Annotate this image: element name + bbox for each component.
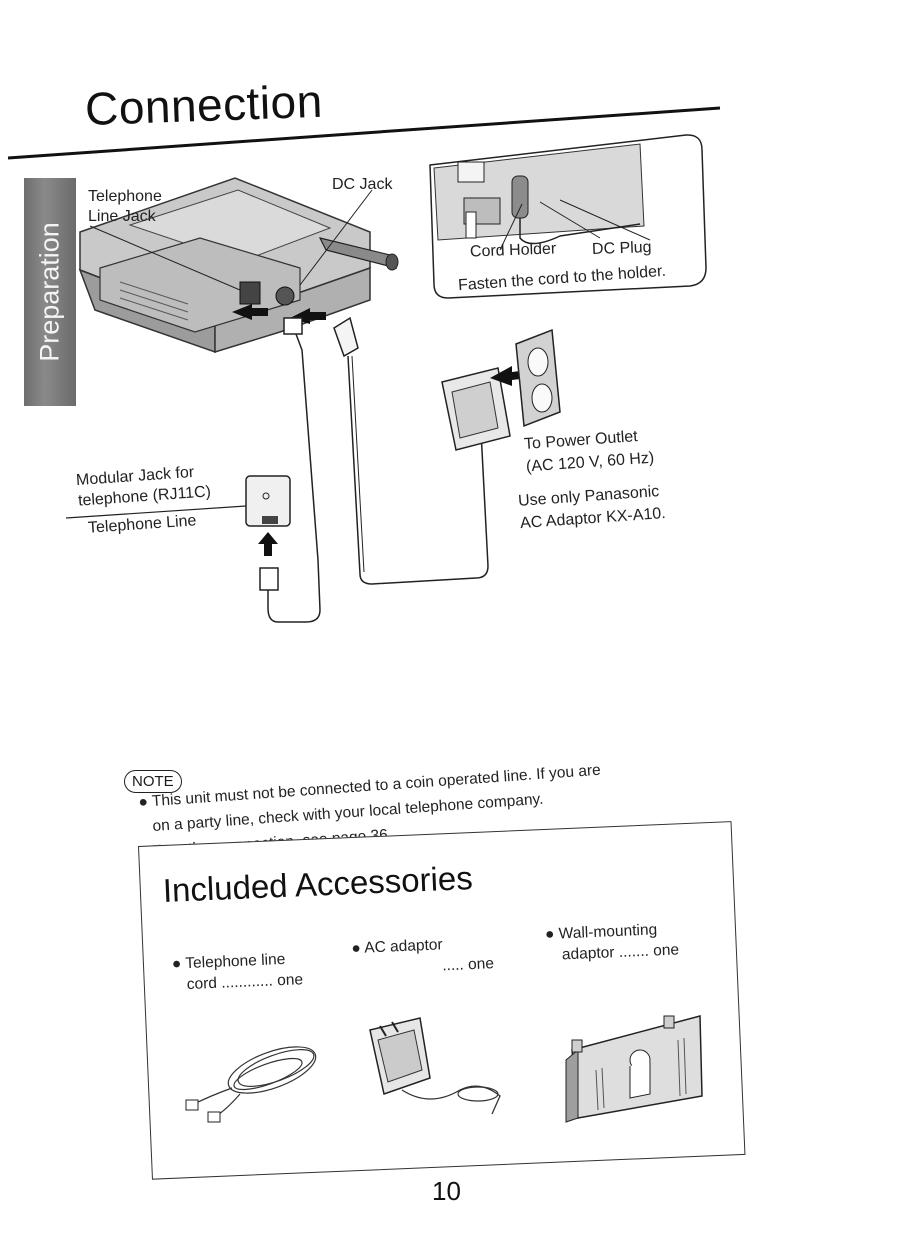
note-badge: NOTE bbox=[124, 770, 182, 793]
section-tab: Preparation bbox=[24, 178, 76, 406]
accessory-ac-adaptor: ● AC adaptor ..... one bbox=[351, 932, 494, 980]
accessory-telephone-cord: ● Telephone line cord ............ one bbox=[172, 948, 304, 995]
page-number: 10 bbox=[432, 1176, 461, 1206]
cord-holder-label: Cord Holder bbox=[469, 240, 557, 261]
dc-plug-label: DC Plug bbox=[591, 238, 652, 259]
power-outlet-illustration bbox=[515, 328, 561, 428]
arrow-up-icon bbox=[258, 532, 278, 556]
arrow-to-outlet-icon bbox=[490, 366, 528, 386]
accessory-1-quantity: cord ............ one bbox=[186, 971, 304, 994]
bullet-icon: ● bbox=[544, 925, 560, 944]
accessories-title: Included Accessories bbox=[162, 859, 474, 909]
telephone-line-jack-label-2: Line Jack bbox=[88, 208, 156, 225]
header-rule bbox=[7, 106, 721, 160]
bullet-icon: ● bbox=[171, 955, 186, 973]
accessory-3-name: Wall-mounting bbox=[558, 921, 658, 943]
accessory-2-name: AC adaptor bbox=[363, 936, 444, 957]
telephone-line-jack-label-1: Telephone bbox=[88, 188, 162, 205]
bullet-icon: ● bbox=[138, 793, 149, 811]
accessory-1-name: Telephone line bbox=[185, 950, 286, 973]
inset-detail bbox=[429, 134, 707, 299]
section-tab-label: Preparation bbox=[34, 222, 65, 362]
ac-adaptor-illustration bbox=[441, 366, 528, 451]
arrow-to-line-jack-icon bbox=[232, 304, 268, 320]
note-section: NOTE bbox=[124, 770, 182, 793]
modular-jack-illustration bbox=[245, 475, 291, 527]
accessory-wall-mount: ● Wall-mounting adaptor ....... one bbox=[545, 918, 680, 966]
bullet-icon: ● bbox=[351, 939, 365, 958]
accessories-box: Included Accessories ● Telephone line co… bbox=[138, 821, 746, 1180]
dc-jack-label: DC Jack bbox=[332, 176, 393, 193]
accessory-3-quantity: adaptor ....... one bbox=[561, 941, 680, 964]
